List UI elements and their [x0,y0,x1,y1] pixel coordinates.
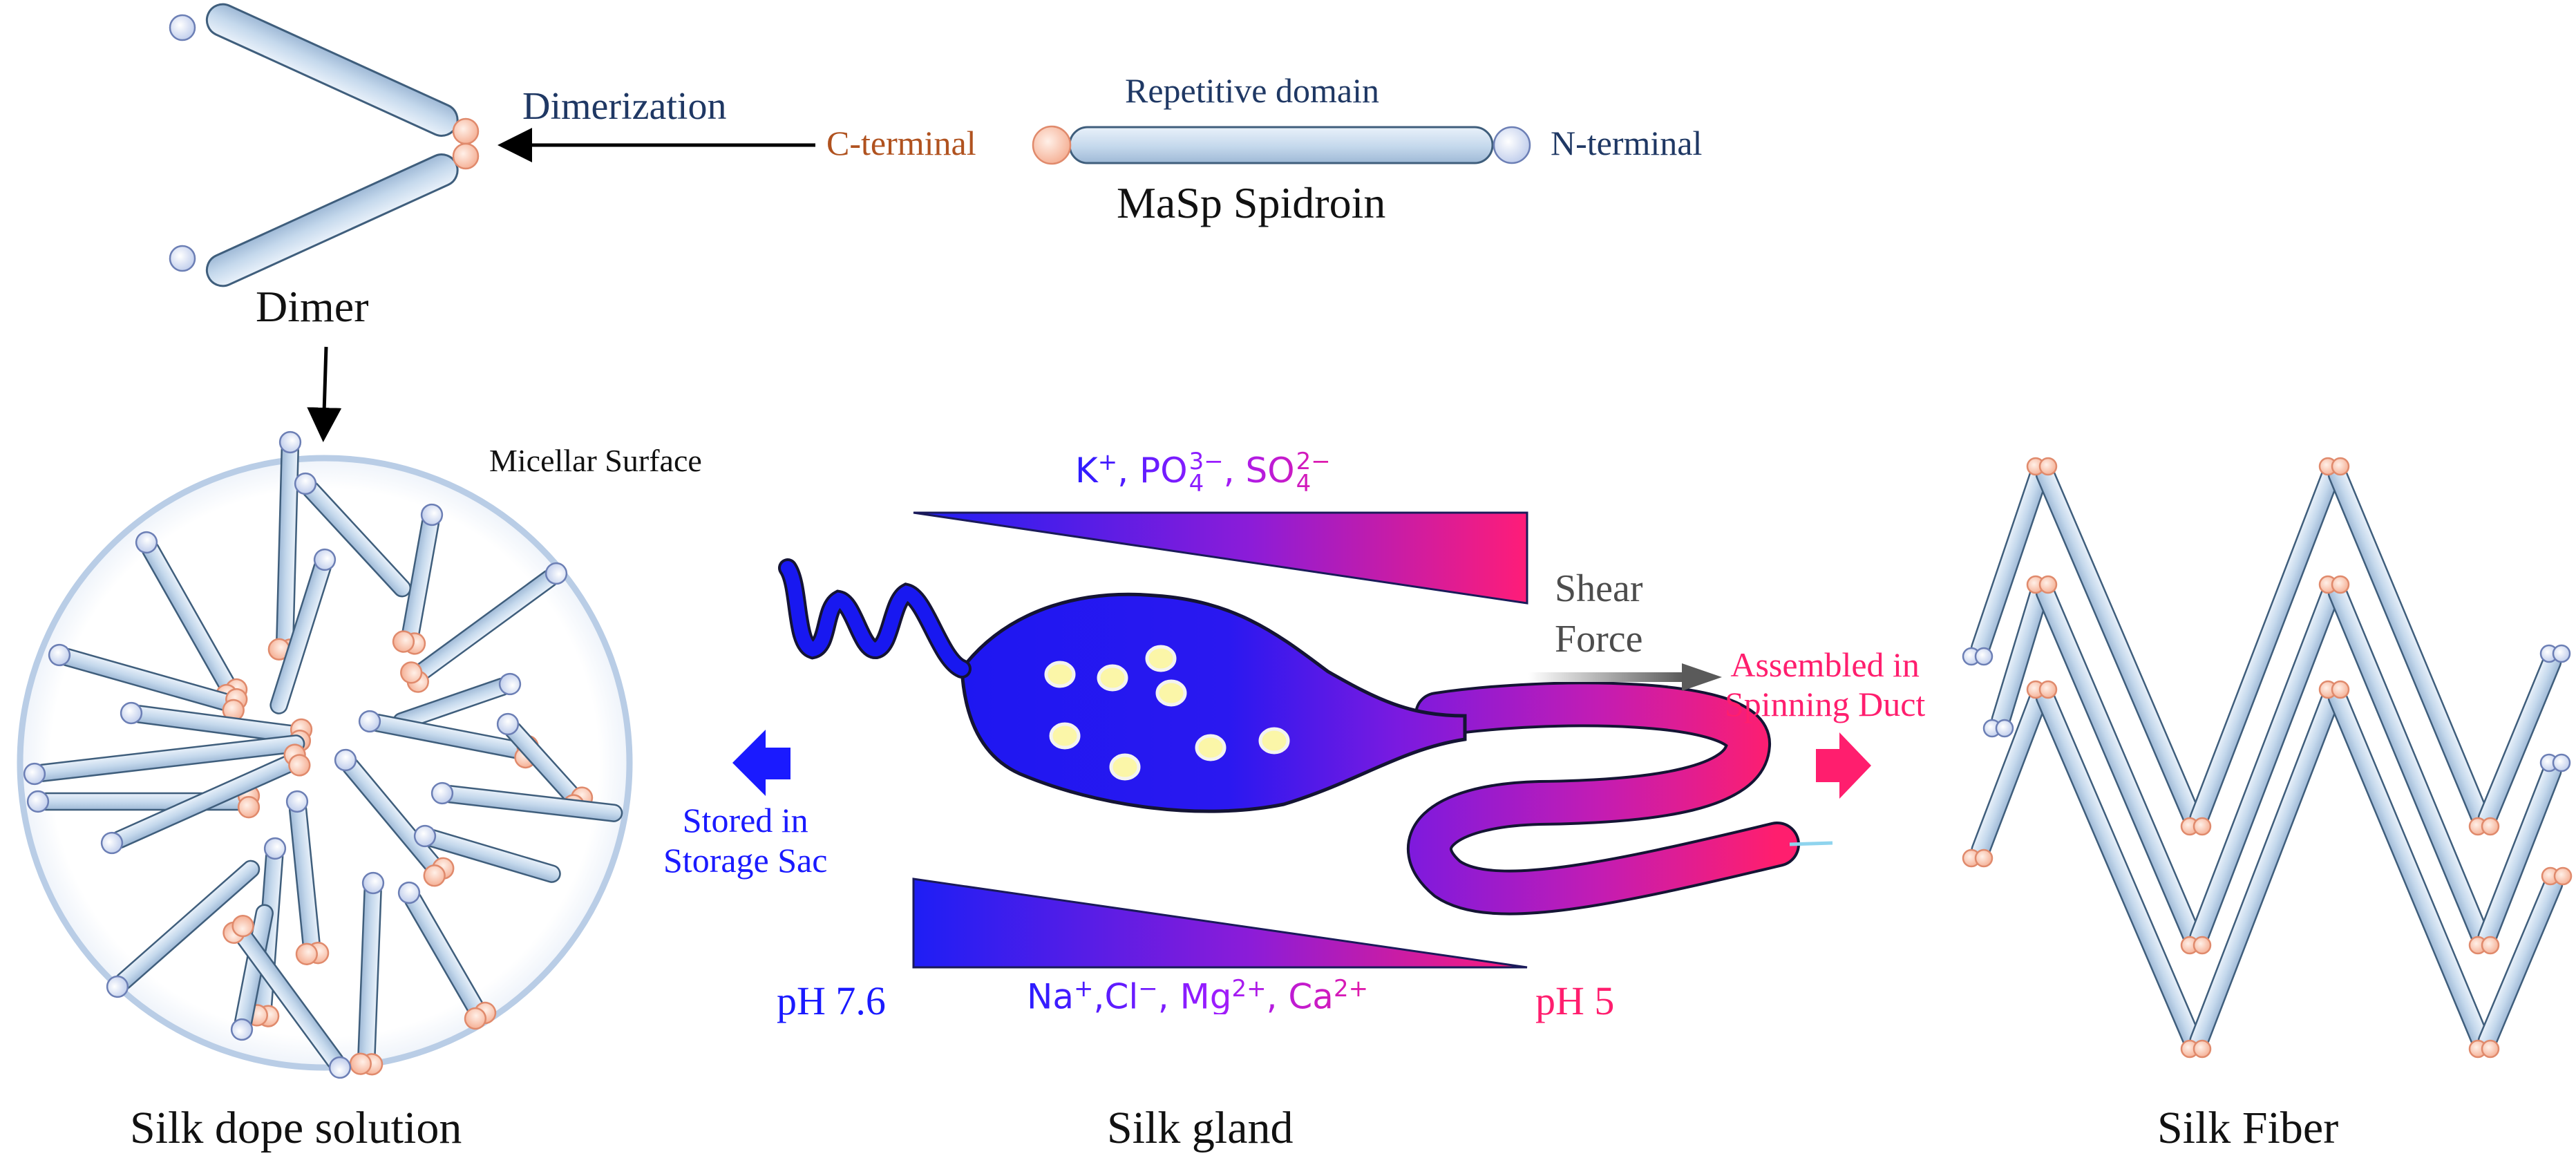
dimer-to-micelle-arrow [307,346,342,442]
spidroin-rod [100,743,311,855]
ph-low-label: pH 5 [1535,978,1615,1023]
dimer-label: Dimer [256,282,369,331]
silk-gland-title: Silk gland [1107,1103,1294,1153]
micelle-boundary [17,455,633,1071]
spidroin-monomer [1032,125,1531,165]
c-terminal-label: C-terminal [826,124,976,162]
ion-gradient-bottom-wedge [912,878,1528,969]
spidroin-rod [334,748,455,887]
fiber-exit [1789,841,1833,846]
silk-fiber-rods [1962,457,2573,1059]
shear-force-label: Shear Force [1555,567,1643,661]
ph-high-label: pH 7.6 [777,978,886,1023]
protein-granules [1044,645,1290,781]
n-terminal-label: N-terminal [1551,124,1703,162]
assembled-arrow [1816,732,1871,799]
spidroin-rod [392,503,444,655]
spidroin-rod [222,915,352,1079]
dimer [169,3,480,287]
spidroin-rod [2477,761,2562,947]
spidroin-rod [2477,652,2562,828]
spidroin-rod [397,881,497,1030]
ion-gradient-top-wedge [913,511,1528,605]
ions-bottom-label: Na+,Cl−, Mg2+, Ca2+ [1027,975,1369,1017]
shear-force-arrow [1528,663,1722,691]
c-terminal-domain [1032,125,1072,165]
micellar-surface-label: Micellar Surface [489,443,702,478]
silk-gland [778,558,1833,916]
repetitive-domain-rod [1068,126,1494,164]
assembled-in-spinning-duct-label: Assembled in Spinning Duct [1725,645,1926,723]
spidroin-rod [48,643,248,722]
spidroin-rod [106,860,261,998]
spidroin-rod [2477,874,2564,1051]
stored-in-storage-sac-label: Stored in Storage Sac [663,801,828,880]
silk-fiber-title: Silk Fiber [2157,1103,2339,1153]
stored-arrow [732,730,790,796]
spidroin-rod [400,562,568,693]
spidroin-rod [23,734,305,786]
dimerization-label: Dimerization [522,85,727,128]
spidroin-rod [285,790,330,965]
spidroin-rod [349,871,385,1076]
spidroin-rod [294,472,412,598]
spidroin-rod [413,824,561,883]
micelle-rods [23,430,623,1079]
storage-sac [960,592,1467,813]
silk-dope-solution-title: Silk dope solution [130,1103,462,1153]
repetitive-domain-label: Repetitive domain [1125,71,1379,110]
spidroin-rod [269,548,337,714]
spidroin-rod [430,781,623,822]
spidroin-label: MaSp Spidroin [1117,178,1386,227]
n-terminal-domain [1493,126,1531,164]
